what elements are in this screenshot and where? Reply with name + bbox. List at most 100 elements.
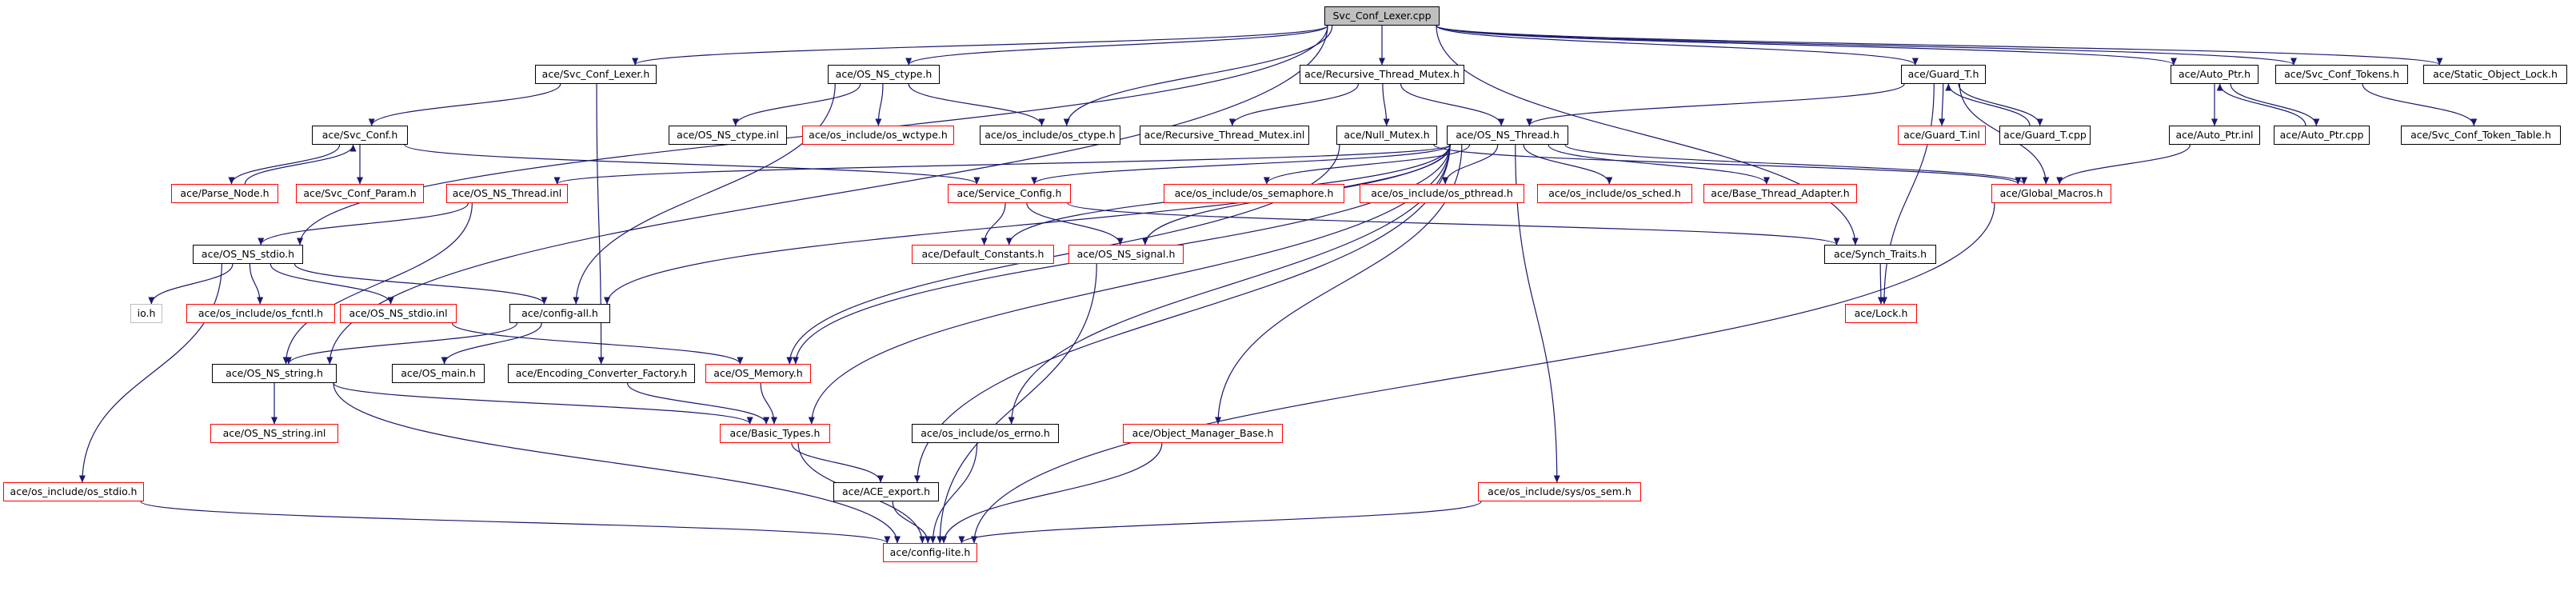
node-default-constants-h[interactable]: ace/Default_Constants.h bbox=[912, 245, 1054, 264]
edge-os_ns_thread_h-to-config_all_h bbox=[604, 144, 1451, 305]
node-recursive-thread-mutex-inl[interactable]: ace/Recursive_Thread_Mutex.inl bbox=[1140, 126, 1309, 145]
edge-os_ns_stdio_h-to-os_fcntl_h bbox=[249, 263, 264, 305]
edge-service_config_h-to-synch_traits_h bbox=[1067, 202, 1840, 246]
node-os-ns-signal-h[interactable]: ace/OS_NS_signal.h bbox=[1068, 245, 1184, 264]
node-object-manager-base-h[interactable]: ace/Object_Manager_Base.h bbox=[1123, 424, 1283, 443]
edge-synch_traits_h-to-lock_h bbox=[1877, 263, 1884, 305]
edge-recursive_thread_mutex_h-to-recursive_thread_mutex_inl bbox=[1228, 83, 1360, 126]
edge-root-to-guard_t_h bbox=[1436, 25, 1919, 66]
node-os-ns-thread-inl[interactable]: ace/OS_NS_Thread.inl bbox=[446, 184, 568, 203]
edge-root-to-svc_conf_lexer_h bbox=[632, 25, 1328, 66]
edge-os_ns_string_h-to-basic_types_h bbox=[333, 382, 753, 425]
edge-os_ns_stdio_h-to-os_stdio_h bbox=[78, 263, 222, 483]
node-svc-conf-h[interactable]: ace/Svc_Conf.h bbox=[312, 126, 408, 145]
node-lock-h[interactable]: ace/Lock.h bbox=[1845, 304, 1917, 323]
node-service-config-h[interactable]: ace/Service_Config.h bbox=[948, 184, 1071, 203]
node-os-ctype-h[interactable]: ace/os_include/os_ctype.h bbox=[980, 126, 1120, 145]
edge-encoding_converter_factory_h-to-basic_types_h bbox=[626, 382, 770, 425]
edge-os_ns_thread_inl-to-os_ns_stdio_h bbox=[258, 202, 469, 246]
edge-svc_conf_tokens_h-to-svc_conf_token_table_h bbox=[2362, 83, 2478, 126]
edge-config_all_h-to-os_ns_string_h bbox=[285, 322, 518, 365]
node-config-all-h[interactable]: ace/config-all.h bbox=[509, 304, 610, 323]
edge-root-to-os_ns_ctype_h bbox=[905, 25, 1328, 66]
edge-config_all_h-to-os_main_h bbox=[441, 322, 542, 365]
edge-os_stdio_h-to-config_lite_h bbox=[140, 501, 891, 544]
node-os-main-h[interactable]: ace/OS_main.h bbox=[392, 364, 485, 383]
edge-os_ns_signal_h-to-config_lite_h bbox=[937, 263, 1097, 544]
edge-os_ns_thread_h-to-os_ns_thread_inl bbox=[553, 144, 1451, 185]
node-os-pthread-h[interactable]: ace/os_include/os_pthread.h bbox=[1360, 184, 1524, 203]
node-os-ns-ctype-inl[interactable]: ace/OS_NS_ctype.inl bbox=[669, 126, 787, 145]
node-parse-node-h[interactable]: ace/Parse_Node.h bbox=[171, 184, 278, 203]
node-auto-ptr-h[interactable]: ace/Auto_Ptr.h bbox=[2171, 65, 2258, 84]
node-os-ns-stdio-h[interactable]: ace/OS_NS_stdio.h bbox=[193, 245, 303, 264]
node-os-fcntl-h[interactable]: ace/os_include/os_fcntl.h bbox=[186, 304, 335, 323]
node-os-ns-stdio-inl[interactable]: ace/OS_NS_stdio.inl bbox=[340, 304, 457, 323]
node-io-h[interactable]: io.h bbox=[130, 304, 162, 323]
edge-root-to-os_ctype_h bbox=[1063, 25, 1333, 126]
node-auto-ptr-cpp[interactable]: ace/Auto_Ptr.cpp bbox=[2274, 126, 2370, 145]
edge-null_mutex_h-to-os_memory_h bbox=[786, 144, 1340, 365]
edge-os_ns_thread_inl-to-os_ns_string_h bbox=[282, 202, 473, 365]
node-base-thread-adapter-h[interactable]: ace/Base_Thread_Adapter.h bbox=[1703, 184, 1857, 203]
edge-root-to-svc_conf_tokens_h bbox=[1436, 25, 2297, 66]
edge-parse_node_h-to-svc_conf_h bbox=[244, 144, 357, 185]
node-guard-t-inl[interactable]: ace/Guard_T.inl bbox=[1898, 126, 1986, 145]
edge-svc_conf_lexer_h-to-svc_conf_h bbox=[368, 83, 561, 126]
node-config-lite-h[interactable]: ace/config-lite.h bbox=[883, 543, 977, 562]
edge-basic_types_h-to-ace_export_h bbox=[791, 442, 885, 483]
edge-null_mutex_h-to-global_macros_h bbox=[1433, 144, 2022, 185]
edge-os_ns_thread_h-to-service_config_h bbox=[1031, 144, 1451, 185]
node-ace-export-h[interactable]: ace/ACE_export.h bbox=[833, 482, 939, 501]
node-synch-traits-h[interactable]: ace/Synch_Traits.h bbox=[1824, 245, 1936, 264]
node-basic-types-h[interactable]: ace/Basic_Types.h bbox=[720, 424, 830, 443]
edge-os_ns_ctype_h-to-config_all_h bbox=[573, 83, 836, 305]
edge-os_ns_thread_h-to-os_sched_h bbox=[1523, 144, 1613, 185]
edge-os_ns_stdio_h-to-io_h bbox=[148, 263, 234, 305]
edge-os_ns_thread_h-to-os_semaphore_h bbox=[1263, 144, 1471, 185]
edge-guard_t_h-to-os_ns_thread_h bbox=[1526, 83, 1905, 126]
node-os-ns-string-inl[interactable]: ace/OS_NS_string.inl bbox=[210, 424, 338, 443]
node-svc-conf-lexer-cpp[interactable]: Svc_Conf_Lexer.cpp bbox=[1324, 6, 1440, 26]
edge-root-to-static_object_lock_h bbox=[1436, 25, 2442, 66]
node-encoding-converter-factory-h[interactable]: ace/Encoding_Converter_Factory.h bbox=[508, 364, 695, 383]
node-os-sem-h[interactable]: ace/os_include/sys/os_sem.h bbox=[1478, 482, 1641, 501]
edge-service_config_h-to-os_ns_signal_h bbox=[1026, 202, 1124, 246]
edge-ace_export_h-to-config_lite_h bbox=[892, 501, 932, 544]
edge-auto_ptr_inl-to-global_macros_h bbox=[2056, 144, 2191, 185]
edge-os_ns_stdio_h-to-os_ns_stdio_inl bbox=[270, 263, 394, 305]
edge-os_ns_thread_h-to-ace_export_h bbox=[913, 144, 1451, 483]
node-guard-t-h[interactable]: ace/Guard_T.h bbox=[1901, 65, 1986, 84]
node-guard-t-cpp[interactable]: ace/Guard_T.cpp bbox=[1999, 126, 2091, 145]
edge-svc_conf_h-to-parse_node_h bbox=[228, 144, 341, 185]
edge-recursive_thread_mutex_h-to-os_ns_thread_h bbox=[1400, 83, 1505, 126]
node-os-ns-thread-h[interactable]: ace/OS_NS_Thread.h bbox=[1447, 126, 1568, 145]
edge-os_ns_thread_h-to-basic_types_h bbox=[808, 144, 1451, 425]
edge-guard_t_cpp-to-guard_t_h bbox=[1945, 83, 2031, 126]
edge-os_ns_thread_h-to-os_pthread_h bbox=[1442, 144, 1499, 185]
edge-os_ns_stdio_h-to-config_all_h bbox=[294, 263, 548, 305]
node-static-object-lock-h[interactable]: ace/Static_Object_Lock.h bbox=[2423, 65, 2567, 84]
edge-guard_t_h-to-guard_t_inl bbox=[1939, 83, 1946, 126]
node-svc-conf-token-table-h[interactable]: ace/Svc_Conf_Token_Table.h bbox=[2401, 126, 2561, 145]
node-recursive-thread-mutex-h[interactable]: ace/Recursive_Thread_Mutex.h bbox=[1300, 65, 1464, 84]
node-global-macros-h[interactable]: ace/Global_Macros.h bbox=[1991, 184, 2111, 203]
node-svc-conf-param-h[interactable]: ace/Svc_Conf_Param.h bbox=[296, 184, 424, 203]
edge-auto_ptr_h-to-auto_ptr_cpp bbox=[2230, 83, 2320, 126]
node-os-ns-ctype-h[interactable]: ace/OS_NS_ctype.h bbox=[828, 65, 940, 84]
node-os-memory-h[interactable]: ace/OS_Memory.h bbox=[705, 364, 811, 383]
node-os-stdio-h[interactable]: ace/os_include/os_stdio.h bbox=[3, 482, 144, 501]
node-null-mutex-h[interactable]: ace/Null_Mutex.h bbox=[1336, 126, 1437, 145]
node-os-sched-h[interactable]: ace/os_include/os_sched.h bbox=[1537, 184, 1692, 203]
node-os-errno-h[interactable]: ace/os_include/os_errno.h bbox=[912, 424, 1059, 443]
node-svc-conf-lexer-h[interactable]: ace/Svc_Conf_Lexer.h bbox=[535, 65, 657, 84]
edge-service_config_h-to-default_constants_h bbox=[980, 202, 1006, 246]
node-auto-ptr-inl[interactable]: ace/Auto_Ptr.inl bbox=[2169, 126, 2260, 145]
edge-auto_ptr_cpp-to-auto_ptr_h bbox=[2216, 83, 2306, 126]
edge-os_errno_h-to-config_lite_h bbox=[929, 442, 978, 544]
node-os-semaphore-h[interactable]: ace/os_include/os_semaphore.h bbox=[1164, 184, 1344, 203]
node-os-wctype-h[interactable]: ace/os_include/os_wctype.h bbox=[802, 126, 954, 145]
node-svc-conf-tokens-h[interactable]: ace/Svc_Conf_Tokens.h bbox=[2275, 65, 2408, 84]
node-os-ns-string-h[interactable]: ace/OS_NS_string.h bbox=[212, 364, 337, 383]
edge-global_macros_h-to-config_lite_h bbox=[971, 202, 1995, 544]
